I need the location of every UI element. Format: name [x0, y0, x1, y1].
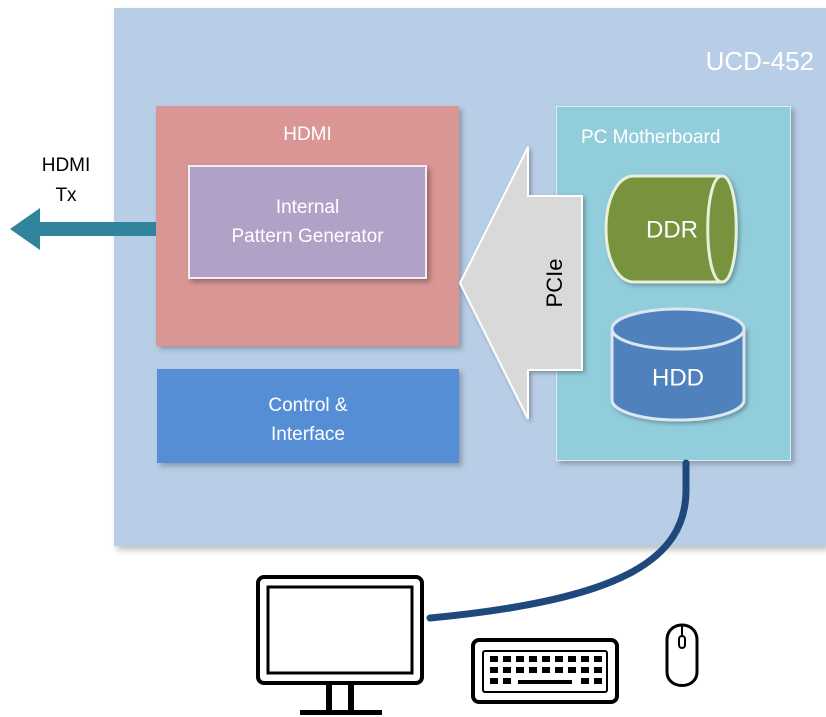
- pcie-label: PCIe: [542, 259, 567, 308]
- ddr-label: DDR: [646, 216, 698, 243]
- ddr-memory: DDR: [604, 174, 738, 284]
- cable: [426, 459, 690, 622]
- pattern-generator-line2: Pattern Generator: [231, 226, 384, 247]
- monitor-icon: [256, 575, 424, 715]
- output-arrow-icon: [10, 208, 156, 250]
- hdd-label: HDD: [652, 364, 704, 391]
- pattern-generator-line1: Internal: [275, 197, 340, 218]
- control-interface-line1: Control &: [268, 395, 348, 416]
- system-title: UCD-452: [705, 46, 814, 76]
- pattern-generator-label: Internal Pattern Generator: [190, 193, 425, 251]
- hdmi-tx-label: HDMI Tx: [40, 151, 92, 211]
- pcie-arrow: PCIe: [458, 146, 583, 420]
- control-interface-line2: Interface: [271, 424, 345, 445]
- motherboard-label: PC Motherboard: [581, 127, 721, 148]
- hdmi-tx-line1: HDMI: [41, 155, 91, 176]
- hdmi-block-label: HDMI: [283, 124, 332, 145]
- hdd-storage: HDD: [610, 307, 746, 422]
- keyboard-icon: [471, 638, 619, 704]
- control-interface-label: Control & Interface: [157, 391, 459, 449]
- pattern-generator-block: Internal Pattern Generator: [188, 165, 427, 279]
- control-interface-block: Control & Interface: [157, 369, 459, 463]
- hdmi-tx-line2: Tx: [55, 185, 77, 206]
- mouse-icon: [665, 623, 699, 687]
